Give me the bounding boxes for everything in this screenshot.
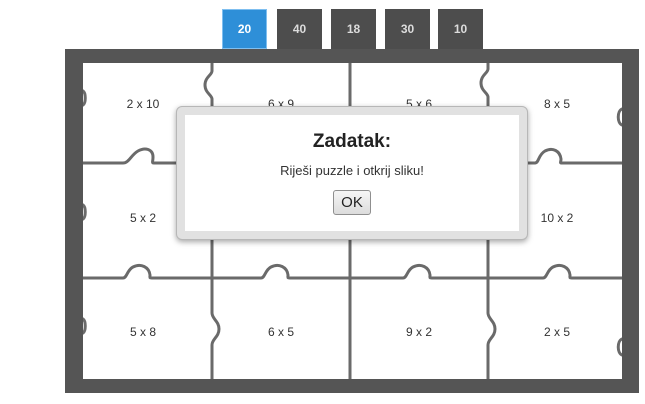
puzzle-piece-1-label[interactable]: 2 x 10 — [126, 97, 160, 111]
task-dialog-body: Zadatak: Riješi puzzle i otkrij sliku! O… — [185, 115, 519, 231]
tab-40[interactable]: 40 — [277, 9, 322, 49]
tab-10[interactable]: 10 — [438, 9, 483, 49]
puzzle-piece-8-label[interactable]: 10 x 2 — [540, 211, 574, 225]
puzzle-piece-12-label[interactable]: 2 x 5 — [543, 325, 570, 339]
tab-18[interactable]: 18 — [331, 9, 376, 49]
puzzle-piece-11-label[interactable]: 9 x 2 — [405, 325, 432, 339]
tab-30[interactable]: 30 — [385, 9, 430, 49]
puzzle-piece-5-label[interactable]: 5 x 2 — [129, 211, 156, 225]
ok-button[interactable]: OK — [333, 190, 371, 215]
dialog-title: Zadatak: — [312, 131, 392, 152]
puzzle-piece-9-label[interactable]: 5 x 8 — [129, 325, 156, 339]
puzzle-piece-4-label[interactable]: 8 x 5 — [543, 97, 570, 111]
task-dialog: Zadatak: Riješi puzzle i otkrij sliku! O… — [176, 106, 528, 240]
puzzle-piece-10-label[interactable]: 6 x 5 — [267, 325, 294, 339]
tab-20[interactable]: 20 — [222, 9, 267, 49]
dialog-message: Riješi puzzle i otkrij sliku! — [280, 163, 424, 178]
